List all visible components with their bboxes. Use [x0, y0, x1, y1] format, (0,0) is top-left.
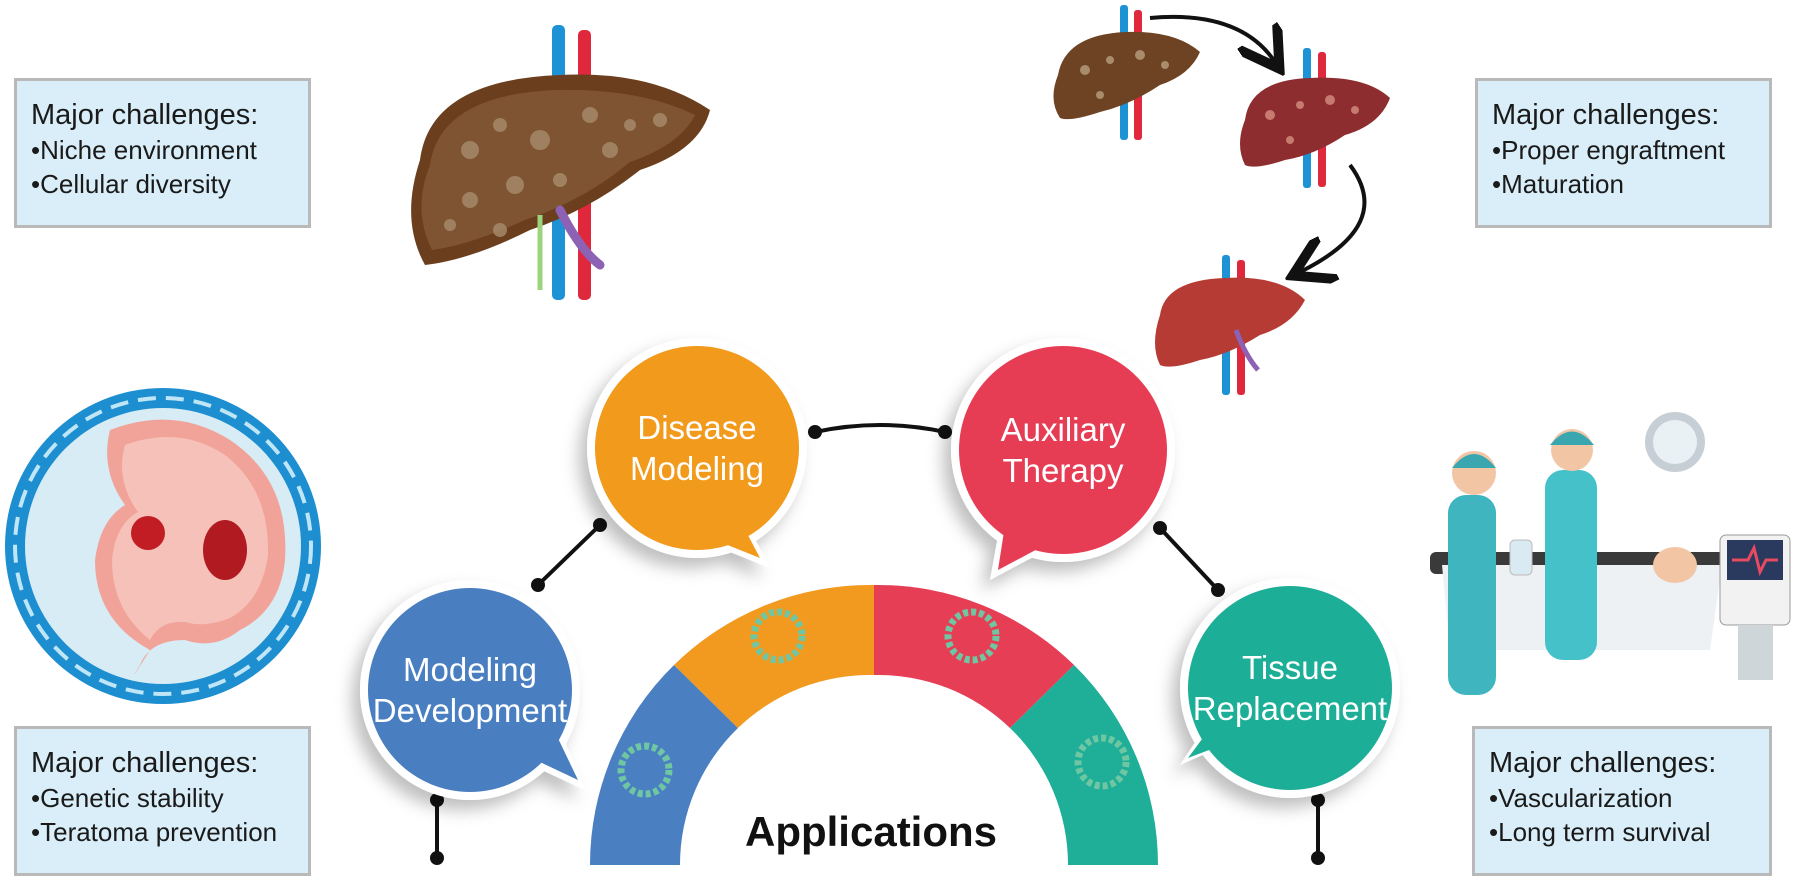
challenge-item: •Niche environment	[31, 135, 257, 165]
organoid-icon	[617, 608, 1130, 798]
connector-dots	[430, 425, 1325, 865]
challenge-item: •Maturation	[1492, 169, 1624, 199]
challenge-item: •Genetic stability	[31, 783, 224, 813]
bubble-shape-modeling-development	[360, 580, 585, 800]
challenges-box-top-right: Major challenges: •Proper engraftment •M…	[1475, 78, 1772, 228]
bubble-label-line2: Therapy	[1002, 452, 1124, 489]
challenge-item: •Proper engraftment	[1492, 135, 1726, 165]
challenge-item: •Vascularization	[1489, 783, 1673, 813]
bubble-shape-auxiliary-therapy	[951, 338, 1175, 580]
challenges-title: Major challenges:	[31, 99, 259, 131]
bubble-modeling-development: Modeling Development	[368, 588, 572, 792]
liver-progression-icon	[1053, 5, 1390, 395]
challenges-title: Major challenges:	[31, 747, 259, 779]
bubble-label-line1: Tissue	[1242, 649, 1338, 686]
challenge-item: •Long term survival	[1489, 817, 1711, 847]
challenges-box-top-left: Major challenges: •Niche environment •Ce…	[14, 78, 311, 228]
bubble-shape-disease-modeling	[587, 338, 807, 568]
bubble-label-line1: Auxiliary	[1000, 411, 1126, 448]
applications-title: Applications	[745, 808, 998, 855]
challenges-box-bottom-right: Major challenges: •Vascularization •Long…	[1472, 726, 1772, 876]
bubble-label-line1: Modeling	[403, 651, 537, 688]
challenge-item: •Teratoma prevention	[31, 817, 278, 847]
challenges-title: Major challenges:	[1489, 747, 1717, 779]
bubble-disease-modeling: Disease Modeling	[595, 346, 799, 550]
bubble-shape-tissue-replacement	[1180, 578, 1400, 798]
embryo-icon	[5, 388, 321, 704]
surgery-scene-icon	[1430, 412, 1791, 695]
connector-lines	[435, 423, 1320, 858]
diseased-liver-icon	[411, 25, 710, 300]
challenges-title: Major challenges:	[1492, 99, 1720, 131]
bubble-label-line2: Development	[372, 692, 568, 729]
challenge-item: •Cellular diversity	[31, 169, 231, 199]
bubble-auxiliary-therapy: Auxiliary Therapy	[959, 346, 1167, 554]
bubble-label-line2: Replacement	[1192, 690, 1388, 727]
bubble-label-line2: Modeling	[630, 450, 764, 487]
bubble-label-line1: Disease	[637, 409, 757, 446]
challenges-box-bottom-left: Major challenges: •Genetic stability •Te…	[14, 726, 311, 876]
bubble-tissue-replacement: Tissue Replacement	[1188, 586, 1392, 790]
